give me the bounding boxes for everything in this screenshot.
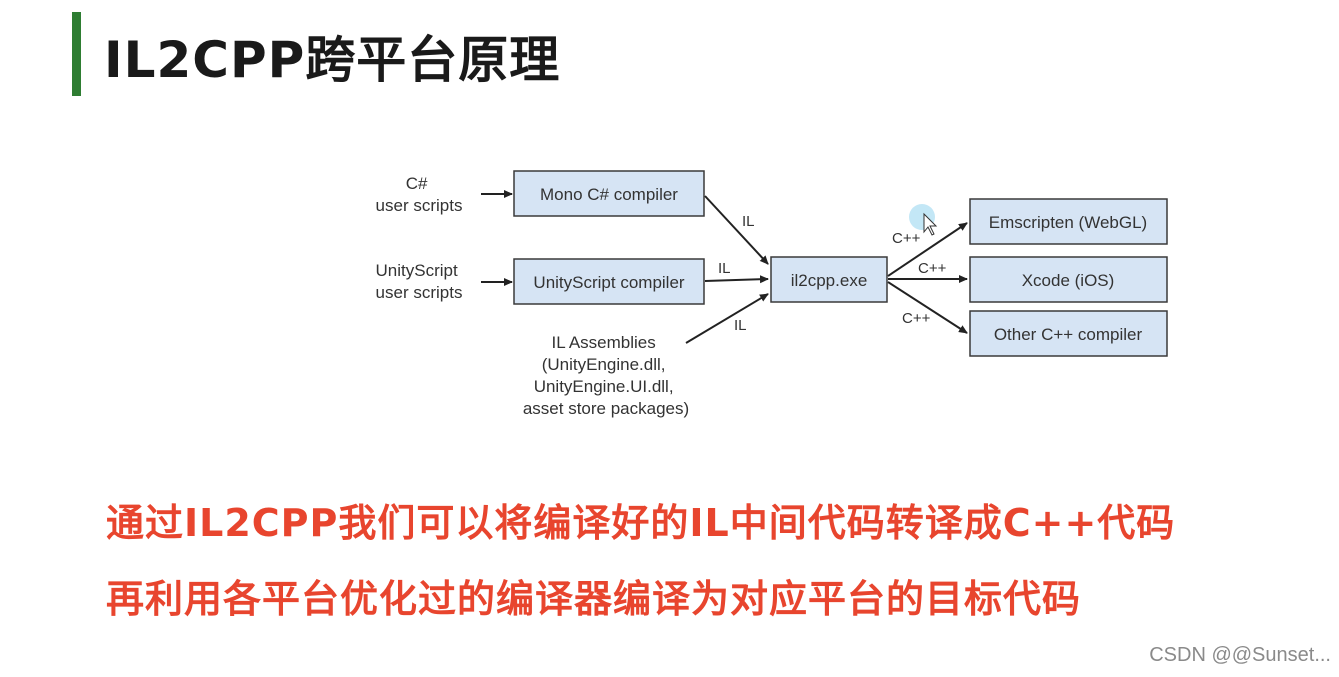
- other-compiler-label: Other C++ compiler: [994, 325, 1143, 344]
- other-compiler-node: Other C++ compiler: [969, 310, 1168, 357]
- mono-to-il2cpp-arrow: [704, 195, 769, 265]
- il2cpp-to-emscripten-arrow: [887, 222, 968, 277]
- il2cpp-label: il2cpp.exe: [791, 271, 868, 290]
- emscripten-label: Emscripten (WebGL): [989, 213, 1147, 232]
- il2cpp-to-other-arrow: [887, 281, 968, 334]
- xcode-label: Xcode (iOS): [1022, 271, 1115, 290]
- unityscript-compiler-node: UnityScript compiler: [513, 258, 705, 305]
- title-accent-bar: [72, 12, 81, 96]
- edge-label-il-1: IL: [742, 213, 755, 230]
- mono-compiler-node: Mono C# compiler: [513, 170, 705, 217]
- edge-label-cpp-3: C++: [902, 310, 931, 327]
- page-title: IL2CPP跨平台原理: [104, 31, 561, 89]
- unityscript-compiler-label: UnityScript compiler: [533, 273, 684, 292]
- edge-label-cpp-2: C++: [918, 260, 947, 277]
- xcode-node: Xcode (iOS): [969, 256, 1168, 303]
- il2cpp-node: il2cpp.exe: [770, 256, 888, 303]
- unityscript-to-il2cpp-arrow: [704, 275, 769, 284]
- csdn-watermark: CSDN @@Sunset...: [1149, 644, 1331, 666]
- csharp-input-label: C# user scripts: [376, 174, 463, 215]
- description-line-1: 通过IL2CPP我们可以将编译好的IL中间代码转译成C++代码: [106, 501, 1176, 545]
- mono-compiler-label: Mono C# compiler: [540, 185, 678, 204]
- mouse-cursor-icon: [923, 212, 938, 236]
- assemblies-to-il2cpp-arrow: [685, 293, 769, 344]
- edge-label-il-3: IL: [734, 317, 747, 334]
- unityscript-input-label: UnityScript user scripts: [376, 261, 463, 302]
- il-assemblies-label: IL Assemblies (UnityEngine.dll, UnityEng…: [523, 333, 689, 418]
- emscripten-node: Emscripten (WebGL): [969, 198, 1168, 245]
- edge-label-cpp-1: C++: [892, 230, 921, 247]
- edge-label-il-2: IL: [718, 260, 731, 277]
- description-line-2: 再利用各平台优化过的编译器编译为对应平台的目标代码: [106, 577, 1082, 621]
